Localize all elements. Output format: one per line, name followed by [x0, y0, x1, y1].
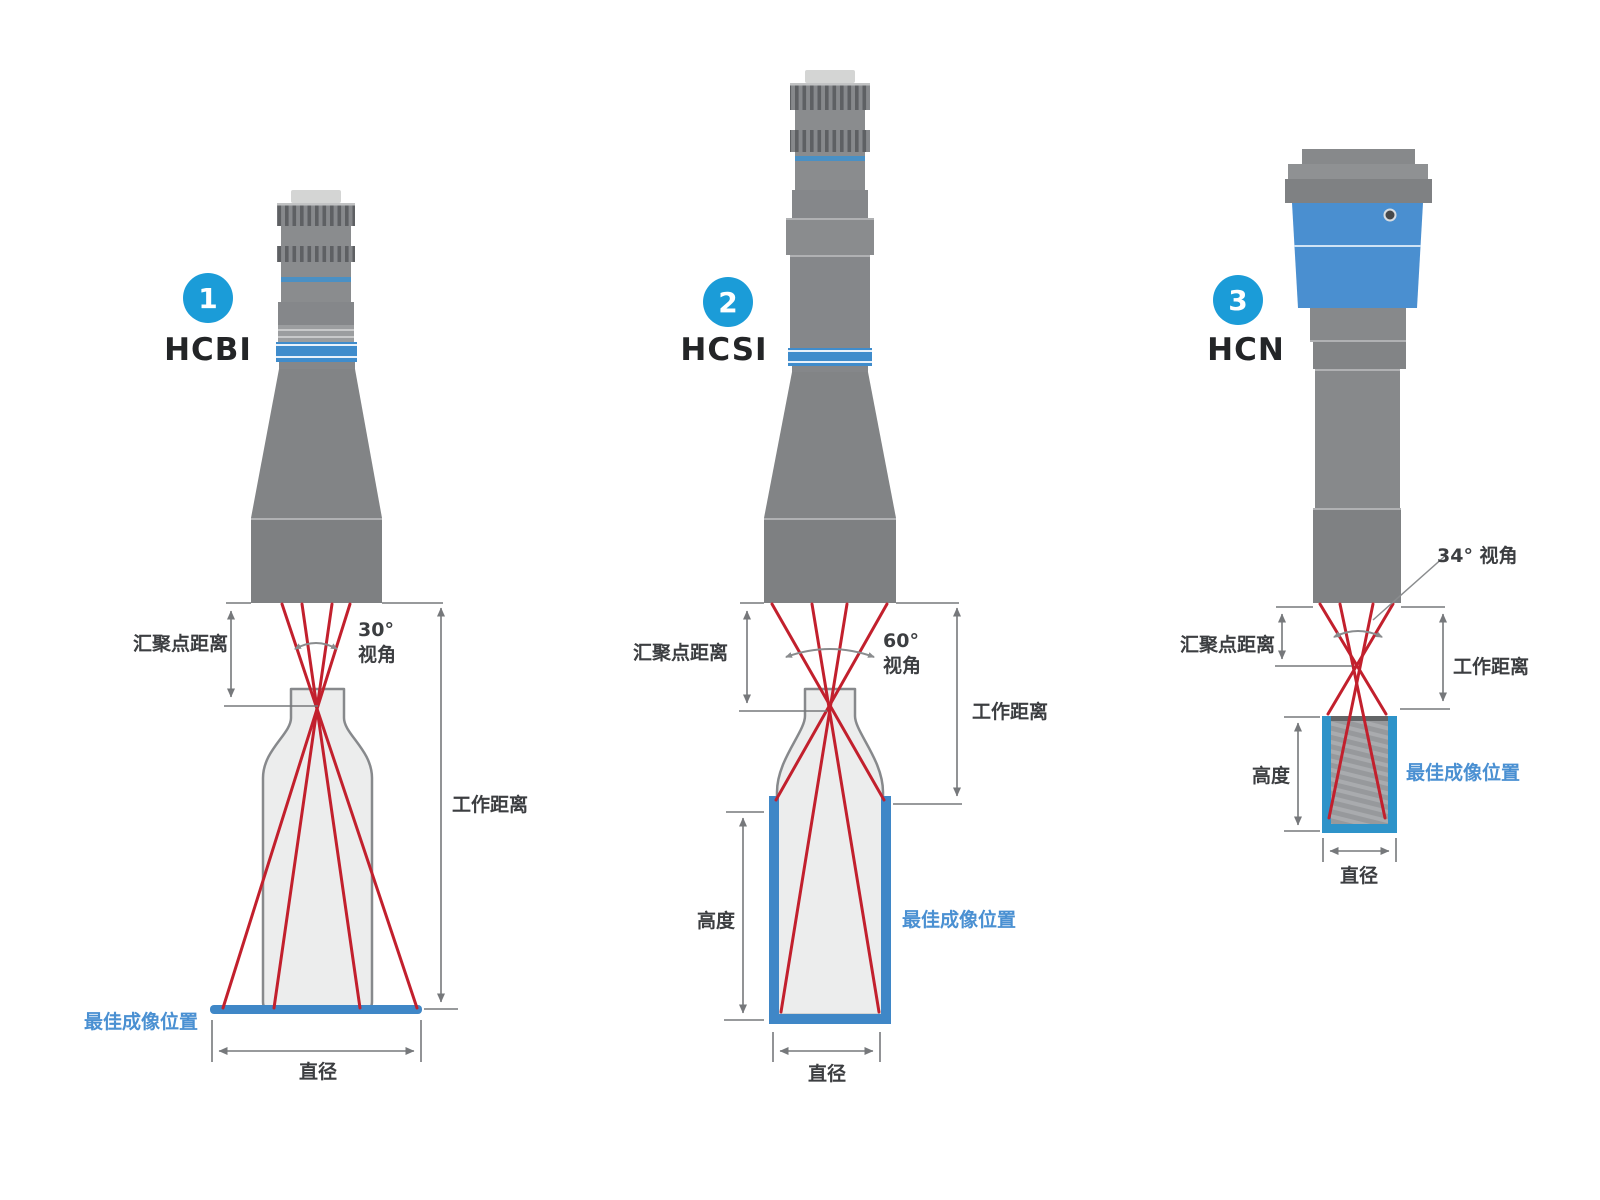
- height-label-hcn: 高度: [1251, 765, 1290, 787]
- view-angle-value-hcsi: 60°: [883, 630, 919, 652]
- convergence-distance-label-hcbi: 汇聚点距离: [133, 633, 229, 655]
- view-angle-value-hcbi: 30°: [358, 619, 394, 641]
- dimensions-hcsi: [724, 602, 962, 1062]
- view-angle-unit-hcbi: 视角: [358, 643, 397, 666]
- camera-hcsi: [764, 70, 896, 603]
- rays-hcbi: [221, 602, 419, 1010]
- best-imaging-right-hcn: [1388, 716, 1397, 832]
- best-imaging-bottom-hcn: [1322, 824, 1397, 833]
- camera-hcn: [1285, 149, 1432, 603]
- convergence-distance-label-hcsi: 汇聚点距离: [633, 642, 729, 664]
- bottle-hcbi: [210, 687, 422, 1014]
- angle-arc-hcn: [1333, 630, 1383, 638]
- dimensions-hcbi: [211, 602, 458, 1062]
- view-angle-label-hcbi: 30° 视角: [358, 618, 396, 667]
- best-position-label-hcsi: 最佳成像位置: [902, 909, 1017, 931]
- rays-hcn: [1318, 602, 1395, 820]
- best-imaging-line-hcbi: [210, 1005, 422, 1014]
- best-imaging-left-hcsi: [769, 796, 779, 1024]
- step-badge-1: 1: [183, 273, 233, 323]
- model-name-hcbi: HCBI: [164, 332, 252, 368]
- diameter-label-hcn: 直径: [1339, 865, 1378, 887]
- camera-hcbi: [251, 190, 382, 603]
- convergence-distance-label-hcn: 汇聚点距离: [1179, 634, 1275, 656]
- view-angle-unit-hcsi: 视角: [883, 654, 922, 677]
- diameter-label-hcsi: 直径: [807, 1063, 846, 1085]
- model-name-hcn: HCN: [1207, 332, 1285, 368]
- diameter-label-hcbi: 直径: [298, 1061, 337, 1083]
- angle-arc-hcbi: [294, 642, 338, 650]
- best-imaging-right-hcsi: [881, 796, 891, 1024]
- view-angle-label-hcsi: 60° 视角: [883, 629, 921, 678]
- view-angle-label-hcn: 34° 视角: [1437, 545, 1518, 567]
- angle-pointer-line-hcn: [1372, 555, 1446, 621]
- best-position-label-hcn: 最佳成像位置: [1406, 762, 1521, 784]
- model-name-hcsi: HCSI: [680, 332, 768, 368]
- bottle-hcsi: [769, 687, 891, 1024]
- working-distance-label-hcbi: 工作距离: [452, 794, 529, 816]
- best-position-label-hcbi: 最佳成像位置: [84, 1011, 199, 1033]
- screw-dot-icon: [1383, 208, 1397, 222]
- dimensions-hcn: [1275, 555, 1450, 862]
- working-distance-label-hcn: 工作距离: [1453, 656, 1530, 678]
- angle-arc-hcsi: [785, 648, 875, 658]
- best-imaging-left-hcn: [1322, 716, 1331, 832]
- step-badge-2: 2: [703, 277, 753, 327]
- best-imaging-bottom-hcsi: [769, 1014, 891, 1024]
- step-badge-3: 3: [1213, 275, 1263, 325]
- rays-hcsi: [770, 602, 889, 1014]
- height-label-hcsi: 高度: [696, 910, 735, 932]
- working-distance-label-hcsi: 工作距离: [972, 701, 1049, 723]
